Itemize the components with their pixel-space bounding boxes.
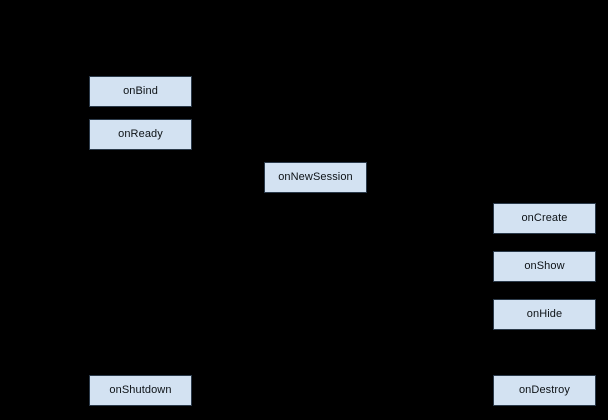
node-label: onCreate [521, 212, 568, 224]
node-on-new-session[interactable]: onNewSession [264, 162, 367, 193]
node-label: onDestroy [518, 384, 571, 396]
node-on-ready[interactable]: onReady [89, 119, 192, 150]
node-on-bind[interactable]: onBind [89, 76, 192, 107]
node-on-create[interactable]: onCreate [493, 203, 596, 234]
node-label: onReady [118, 128, 163, 140]
node-on-show[interactable]: onShow [493, 251, 596, 282]
node-on-shutdown[interactable]: onShutdown [89, 375, 192, 406]
node-on-destroy[interactable]: onDestroy [493, 375, 596, 406]
node-label: onBind [123, 85, 158, 97]
node-label: onNewSession [278, 171, 353, 183]
node-label: onHide [526, 308, 563, 320]
node-label: onShutdown [109, 384, 172, 396]
node-label: onShow [524, 260, 565, 272]
node-on-hide[interactable]: onHide [493, 299, 596, 330]
